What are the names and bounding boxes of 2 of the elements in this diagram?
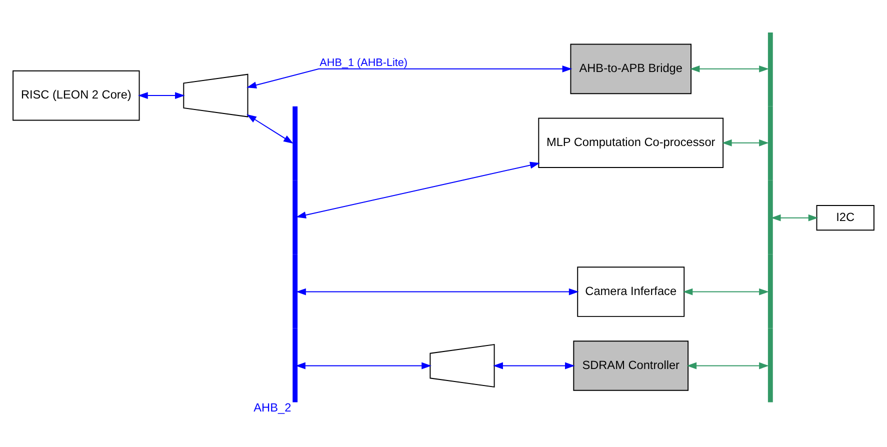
node-label: AHB_2 <box>254 400 292 415</box>
edge-label: AHB_1 (AHB-Lite) <box>320 56 408 69</box>
